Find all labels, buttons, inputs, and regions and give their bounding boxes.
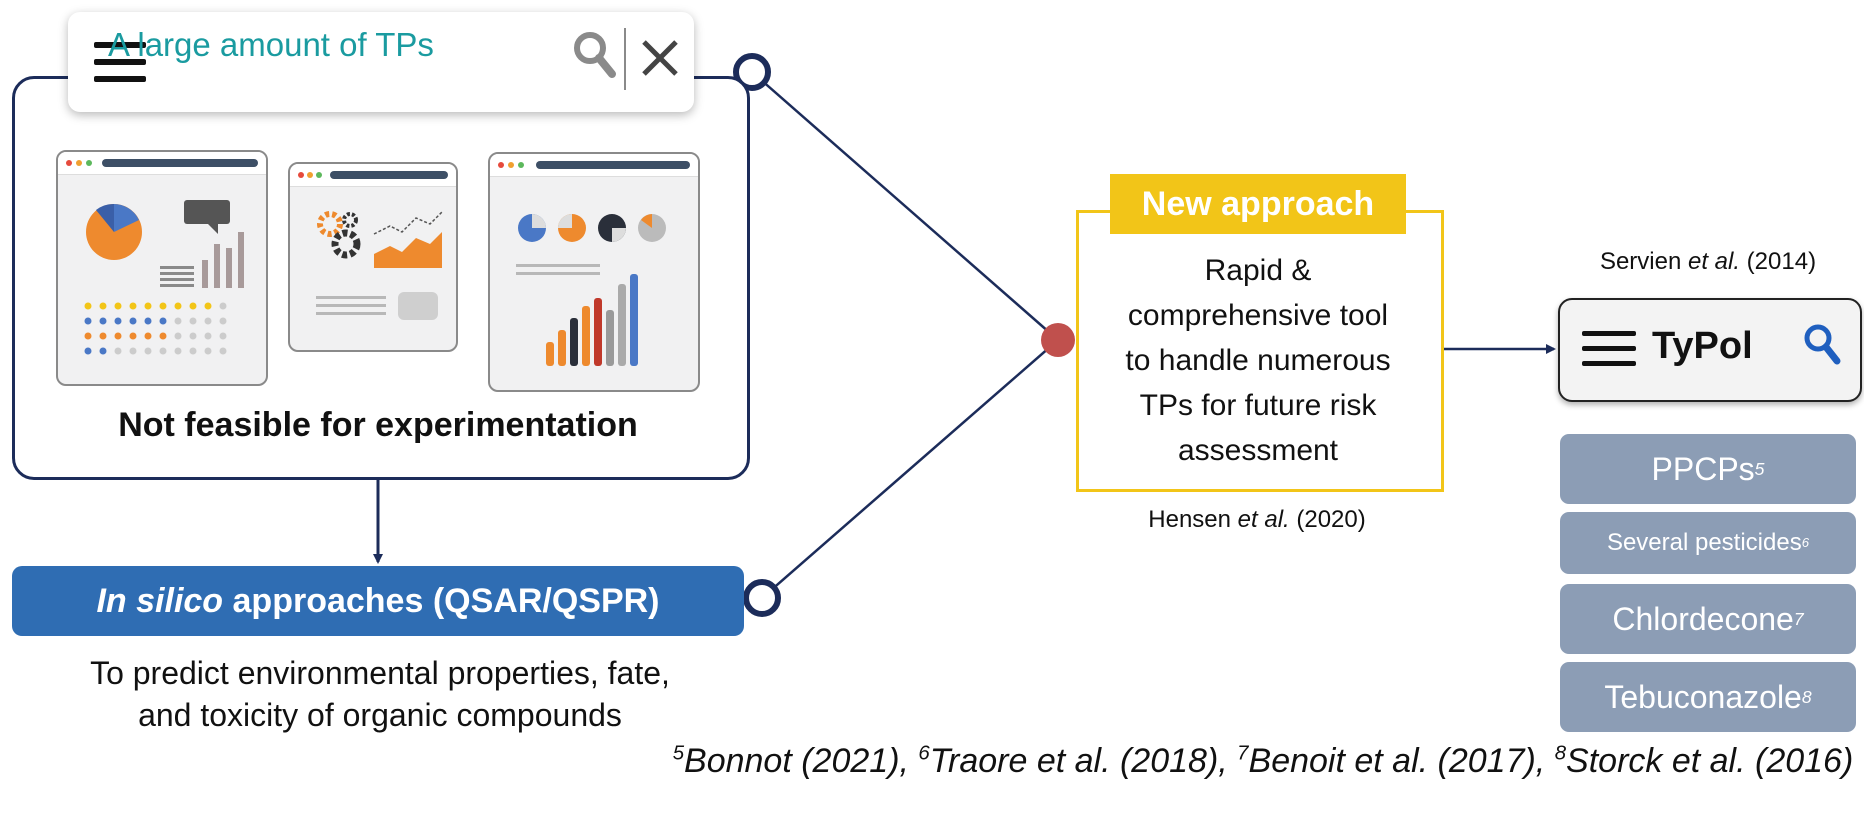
decor-dot	[114, 317, 122, 325]
decor-dot	[159, 332, 167, 340]
main-box-caption: Not feasible for experimentation	[118, 406, 638, 444]
connector-bottom	[761, 339, 1059, 599]
hamburger-icon	[94, 42, 146, 82]
hensen-reference: Hensen et al. (2020)	[1148, 506, 1366, 533]
junction-node	[1041, 323, 1075, 357]
decor-dot	[114, 302, 122, 310]
decor-dot	[219, 332, 227, 340]
decor-dot	[219, 347, 227, 355]
decor-dot	[204, 302, 212, 310]
search-icon	[574, 32, 616, 78]
decor-dot	[174, 317, 182, 325]
decor-dot	[129, 317, 137, 325]
decor-dot	[84, 332, 92, 340]
decor-dot	[189, 347, 197, 355]
search-text: A large amount of TPs	[108, 26, 434, 63]
decor-dot	[129, 347, 137, 355]
decor-dot	[204, 332, 212, 340]
decor-dot	[99, 332, 107, 340]
close-icon	[642, 40, 678, 76]
decor-dot	[159, 347, 167, 355]
decor-dot	[114, 332, 122, 340]
decor-dot	[219, 317, 227, 325]
pie-chart-icon	[84, 200, 244, 355]
servien-reference: Servien et al. (2014)	[1599, 248, 1817, 275]
typol-title: TyPol	[1652, 325, 1753, 367]
in-silico-box: In silico approaches (QSAR/QSPR)	[12, 566, 744, 636]
line-chart-icon	[373, 211, 443, 268]
connector-top	[751, 71, 1059, 341]
decor-dot	[189, 302, 197, 310]
bottom-node	[743, 579, 781, 617]
decor-dot	[159, 302, 167, 310]
decor-dot	[219, 302, 227, 310]
decor-dot	[84, 317, 92, 325]
new-approach-line: assessment	[1177, 434, 1339, 467]
decor-dot	[174, 302, 182, 310]
decor-dot	[144, 347, 152, 355]
dashboard-card-3	[488, 152, 700, 392]
search-icon	[1804, 324, 1841, 365]
decor-dot	[144, 317, 152, 325]
decor-dot	[99, 317, 107, 325]
decor-dot	[129, 302, 137, 310]
decor-dot	[189, 317, 197, 325]
predict-line-1: To predict environmental properties, fat…	[90, 655, 670, 691]
decor-dot	[189, 332, 197, 340]
new-approach-description: Rapid & comprehensive tool to handle num…	[1080, 248, 1436, 473]
predict-text: To predict environmental properties, fat…	[20, 652, 740, 736]
bar-chart-icon	[516, 214, 666, 366]
dashboard-card-1	[56, 150, 268, 386]
predict-line-2: and toxicity of organic compounds	[138, 697, 622, 733]
bottom-references: 5Bonnot (2021), 6Traore et al. (2018), 7…	[672, 742, 1854, 780]
decor-dot	[84, 302, 92, 310]
decor-dot	[159, 317, 167, 325]
new-approach-line: TPs for future risk	[1139, 389, 1377, 422]
decor-dot	[144, 302, 152, 310]
decor-dot	[99, 302, 107, 310]
in-silico-italic: In silico	[96, 581, 224, 620]
new-approach-line: Rapid &	[1204, 254, 1312, 287]
decor-dot	[99, 347, 107, 355]
new-approach-line: to handle numerous	[1125, 344, 1391, 377]
decor-dot	[204, 347, 212, 355]
hamburger-icon	[1582, 331, 1636, 366]
decor-dot	[129, 332, 137, 340]
decor-dot	[144, 332, 152, 340]
gear-icon	[317, 211, 361, 259]
dashboard-card-2	[288, 162, 458, 352]
decor-dot	[204, 317, 212, 325]
in-silico-rest: approaches (QSAR/QSPR)	[223, 581, 660, 620]
decor-dot	[114, 347, 122, 355]
decor-dot	[174, 332, 182, 340]
decor-dot	[174, 347, 182, 355]
new-approach-line: comprehensive tool	[1127, 299, 1389, 332]
new-approach-title: New approach	[1110, 174, 1406, 234]
search-divider	[624, 28, 626, 90]
decor-dot	[84, 347, 92, 355]
top-node	[733, 53, 771, 91]
